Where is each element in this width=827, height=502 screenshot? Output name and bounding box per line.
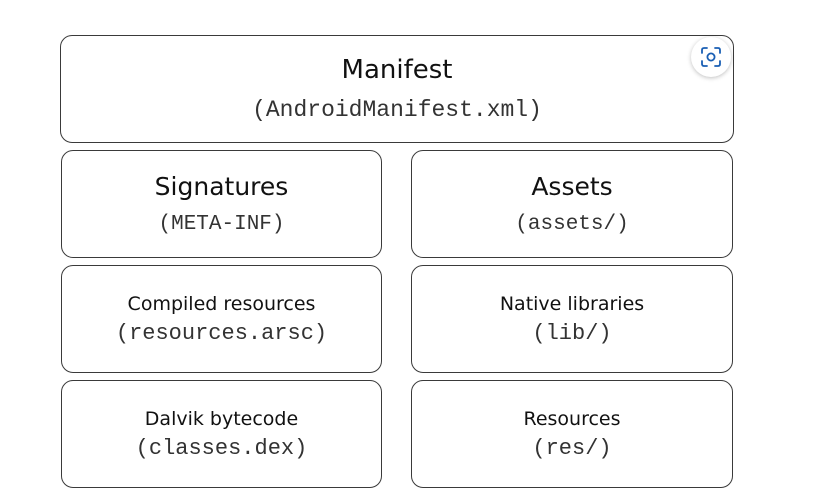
compiled-resources-title: Compiled resources (127, 292, 316, 315)
dalvik-bytecode-box: Dalvik bytecode (classes.dex) (61, 380, 382, 488)
manifest-box: Manifest (AndroidManifest.xml) (60, 35, 734, 143)
assets-path: (assets/) (515, 213, 629, 236)
native-libraries-box: Native libraries (lib/) (411, 265, 733, 373)
dalvik-bytecode-title: Dalvik bytecode (144, 407, 299, 430)
dalvik-bytecode-path: (classes.dex) (135, 435, 308, 461)
assets-box: Assets (assets/) (411, 150, 733, 258)
resources-title: Resources (523, 407, 621, 430)
manifest-path: (AndroidManifest.xml) (252, 97, 542, 123)
compiled-resources-box: Compiled resources (resources.arsc) (61, 265, 382, 373)
visual-search-icon (701, 47, 721, 67)
signatures-path: (META-INF) (158, 213, 285, 236)
compiled-resources-path: (resources.arsc) (115, 320, 328, 346)
assets-title: Assets (531, 172, 613, 201)
native-libraries-path: (lib/) (532, 320, 612, 346)
manifest-title: Manifest (341, 55, 453, 85)
signatures-box: Signatures (META-INF) (61, 150, 382, 258)
resources-path: (res/) (532, 435, 612, 461)
signatures-title: Signatures (154, 172, 289, 201)
visual-search-button[interactable] (691, 37, 731, 77)
resources-box: Resources (res/) (411, 380, 733, 488)
native-libraries-title: Native libraries (499, 292, 645, 315)
